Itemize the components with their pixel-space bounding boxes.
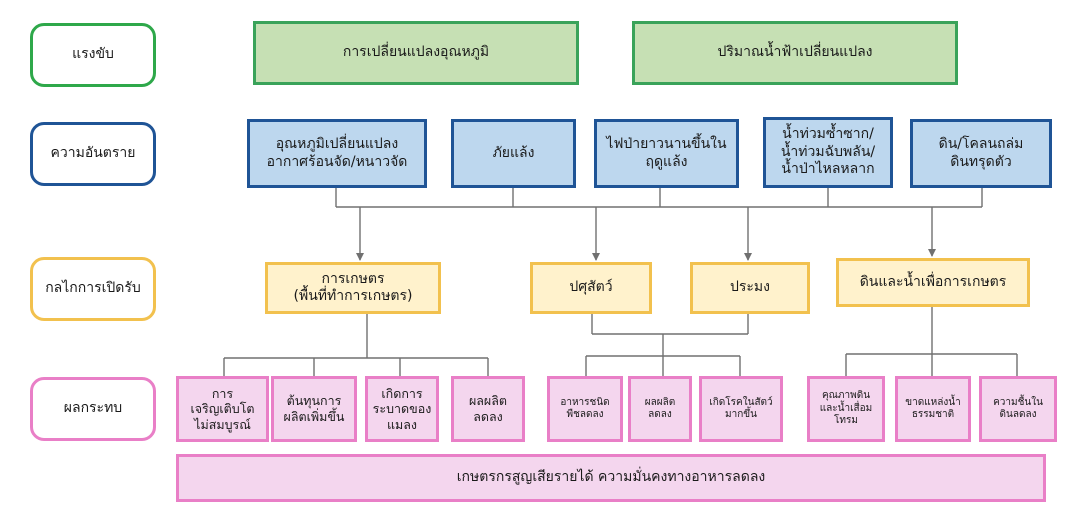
impact-text: ต้นทุนการ ผลิตเพิ่มขึ้น xyxy=(283,393,345,424)
exposure-text: ปศุสัตว์ xyxy=(569,279,613,296)
exposure-row-label: กลไกการเปิดรับ xyxy=(30,257,156,321)
impact-label-text: ผลกระทบ xyxy=(63,400,123,417)
impact-text: เกิดโรคในสัตว์ มากขึ้น xyxy=(709,396,773,421)
hazard-temperature-extremes: อุณหภูมิเปลี่ยนแปลง อากาศร้อนจัด/หนาวจัด xyxy=(247,119,427,188)
driver-text: การเปลี่ยนแปลงอุณหภูมิ xyxy=(342,44,490,61)
hazard-text: น้ำท่วมซ้ำซาก/ น้ำท่วมฉับพลัน/ น้ำป่าไหล… xyxy=(780,126,876,178)
impact-text: อาหารชนิด พืชลดลง xyxy=(560,396,610,421)
impact-pests: เกิดการ ระบาดของ แมลง xyxy=(365,376,439,442)
impact-animal-disease: เกิดโรคในสัตว์ มากขึ้น xyxy=(699,376,783,442)
impact-water-source: ขาดแหล่งน้ำ ธรรมชาติ xyxy=(895,376,971,442)
exposure-soil-water: ดินและน้ำเพื่อการเกษตร xyxy=(836,258,1030,307)
exposure-agriculture: การเกษตร (พื้นที่ทำการเกษตร) xyxy=(265,262,441,314)
impact-soil-moisture: ความชื้นใน ดินลดลง xyxy=(979,376,1057,442)
impact-text: ผลผลิต ลดลง xyxy=(468,393,508,424)
impact-text: การ เจริญเติบโต ไม่สมบูรณ์ xyxy=(190,385,255,432)
impact-yield: ผลผลิต ลดลง xyxy=(451,376,525,442)
impact-text: คุณภาพดิน และน้ำเสื่อม โทรม xyxy=(819,390,873,427)
hazard-landslide: ดิน/โคลนถล่ม ดินทรุดตัว xyxy=(910,119,1052,188)
exposure-fishery: ประมง xyxy=(690,262,810,314)
hazard-text: อุณหภูมิเปลี่ยนแปลง อากาศร้อนจัด/หนาวจัด xyxy=(266,136,408,170)
impact-text: ความชื้นใน ดินลดลง xyxy=(993,396,1043,421)
hazard-flood: น้ำท่วมซ้ำซาก/ น้ำท่วมฉับพลัน/ น้ำป่าไหล… xyxy=(763,117,893,188)
impact-text: ผลผลิต ลดลง xyxy=(644,396,676,421)
hazard-wildfire: ไฟป่ายาวนานขึ้นใน ฤดูแล้ง xyxy=(594,119,739,188)
impact-row-label: ผลกระทบ xyxy=(30,377,156,441)
exposure-text: ดินและน้ำเพื่อการเกษตร xyxy=(859,273,1007,290)
exposure-text: ประมง xyxy=(730,279,770,296)
hazard-label-text: ความอันตราย xyxy=(50,145,136,162)
impact-cost: ต้นทุนการ ผลิตเพิ่มขึ้น xyxy=(271,376,357,442)
impact-text: เกิดการ ระบาดของ แมลง xyxy=(372,385,432,432)
impact-text: ขาดแหล่งน้ำ ธรรมชาติ xyxy=(905,396,961,421)
exposure-label-text: กลไกการเปิดรับ xyxy=(45,280,141,297)
hazard-text: ดิน/โคลนถล่ม ดินทรุดตัว xyxy=(938,136,1024,170)
impact-feed: อาหารชนิด พืชลดลง xyxy=(547,376,623,442)
driver-text: ปริมาณน้ำฟ้าเปลี่ยนแปลง xyxy=(717,44,873,61)
impact-soil-water-quality: คุณภาพดิน และน้ำเสื่อม โทรม xyxy=(807,376,885,442)
exposure-livestock: ปศุสัตว์ xyxy=(530,262,652,314)
exposure-text: การเกษตร (พื้นที่ทำการเกษตร) xyxy=(293,270,413,305)
impact-fish-yield: ผลผลิต ลดลง xyxy=(628,376,692,442)
summary-banner: เกษตรกรสูญเสียรายได้ ความมั่นคงทางอาหารล… xyxy=(176,454,1046,502)
driver-row-label: แรงขับ xyxy=(30,23,156,87)
hazard-drought: ภัยแล้ง xyxy=(451,119,576,188)
driver-precipitation: ปริมาณน้ำฟ้าเปลี่ยนแปลง xyxy=(632,21,958,85)
summary-text: เกษตรกรสูญเสียรายได้ ความมั่นคงทางอาหารล… xyxy=(456,469,766,486)
driver-temperature: การเปลี่ยนแปลงอุณหภูมิ xyxy=(253,21,579,85)
hazard-text: ไฟป่ายาวนานขึ้นใน ฤดูแล้ง xyxy=(606,136,727,170)
impact-growth: การ เจริญเติบโต ไม่สมบูรณ์ xyxy=(176,376,269,442)
hazard-row-label: ความอันตราย xyxy=(30,122,156,186)
hazard-text: ภัยแล้ง xyxy=(492,144,535,161)
driver-label-text: แรงขับ xyxy=(72,46,114,63)
